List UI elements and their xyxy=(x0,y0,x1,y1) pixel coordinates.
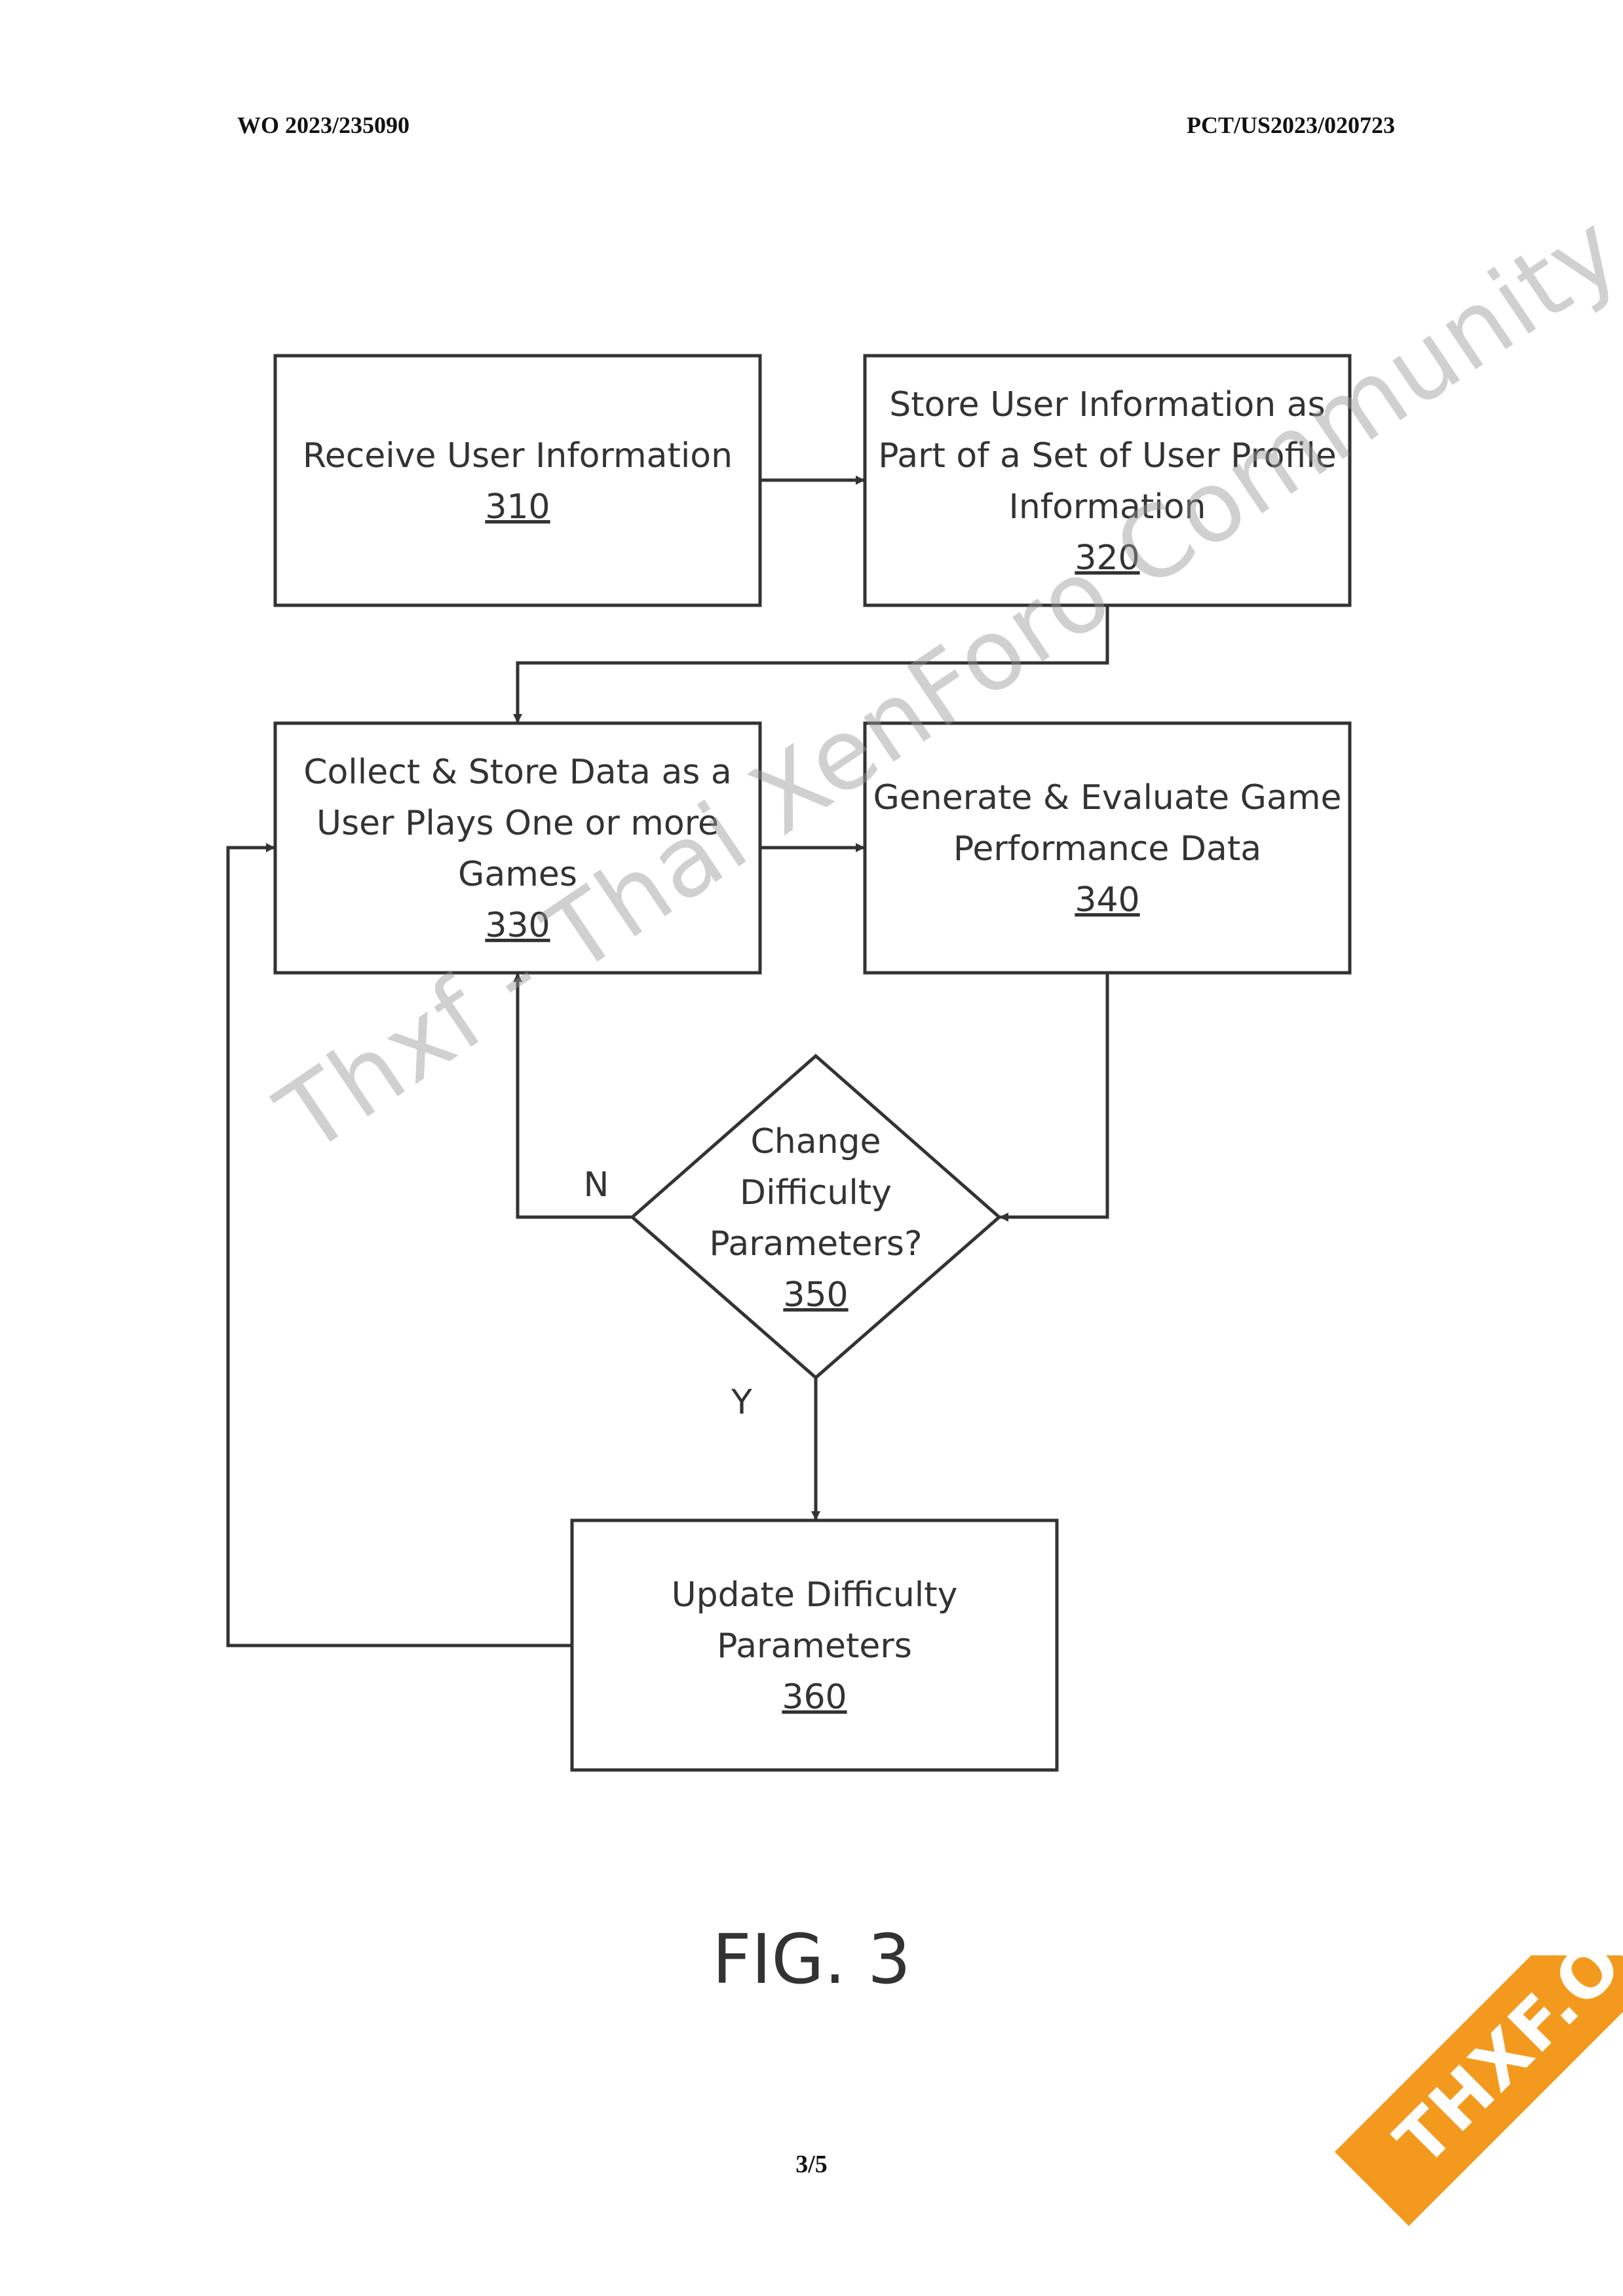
box-330-ref: 330 xyxy=(485,906,550,945)
box-360-ref: 360 xyxy=(782,1678,847,1717)
box-320-line-1: Store User Information as xyxy=(889,385,1326,424)
box-340-line-2: Performance Data xyxy=(953,829,1261,869)
decision-350-line-3: Parameters? xyxy=(709,1224,922,1264)
arrow-340-350 xyxy=(999,973,1109,1222)
box-330-line-1: Collect & Store Data as a xyxy=(303,753,732,792)
branch-yes-label: Y xyxy=(731,1383,752,1422)
decision-350-line-1: Change xyxy=(750,1122,881,1161)
box-330-line-2: User Plays One or more xyxy=(316,804,719,843)
page-number: 3/5 xyxy=(795,2151,828,2178)
box-320-line-2: Part of a Set of User Profile xyxy=(878,436,1337,476)
box-340-line-1: Generate & Evaluate Game xyxy=(873,778,1342,818)
application-number: PCT/US2023/020723 xyxy=(1186,112,1395,138)
box-360-line-2: Parameters xyxy=(717,1627,912,1666)
publication-number: WO 2023/235090 xyxy=(237,112,410,138)
figure-label: FIG. 3 xyxy=(712,1919,911,1999)
corner-badge: THXF.ORG xyxy=(1282,1955,1623,2296)
decision-350-line-2: Difficulty xyxy=(740,1173,892,1213)
box-310 xyxy=(273,354,762,607)
box-320-line-3: Information xyxy=(1008,487,1206,527)
arrow-320-330 xyxy=(513,605,1109,723)
box-310-ref: 310 xyxy=(485,487,550,527)
arrow-360-330-loop xyxy=(226,843,572,1647)
box-320-ref: 320 xyxy=(1075,538,1139,578)
decision-350 xyxy=(630,1053,1002,1380)
decision-350-ref: 350 xyxy=(783,1275,848,1315)
box-330-line-3: Games xyxy=(458,855,577,894)
badge-text: THXF.ORG xyxy=(1379,1955,1623,2181)
box-340-ref: 340 xyxy=(1075,880,1139,920)
box-360-line-1: Update Difficulty xyxy=(672,1575,958,1615)
arrow-350-330-no xyxy=(513,973,632,1219)
box-310-line-1: Receive User Information xyxy=(303,436,733,476)
branch-no-label: N xyxy=(584,1165,609,1205)
